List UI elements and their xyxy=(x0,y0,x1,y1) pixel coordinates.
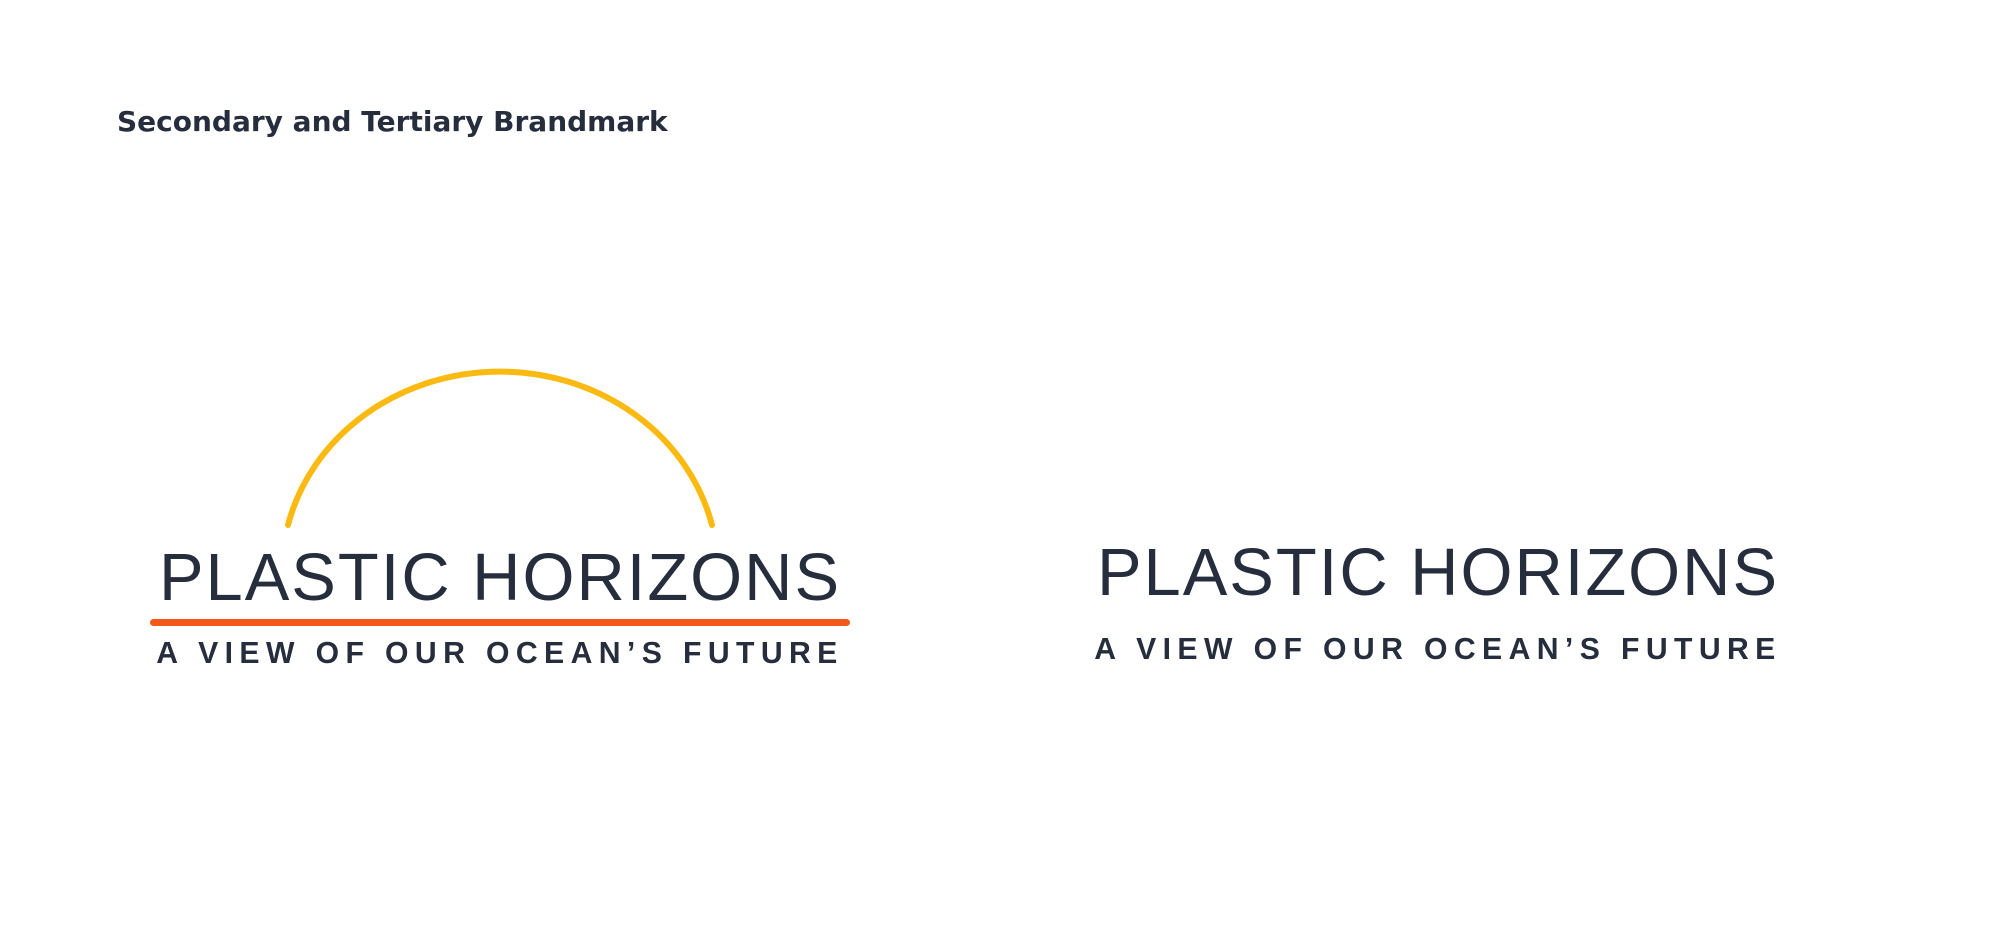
tertiary-wordmark: PLASTIC HORIZONS xyxy=(1096,535,1780,610)
sun-arc-icon xyxy=(285,368,715,528)
sun-arc-path xyxy=(285,368,715,528)
tertiary-brandmark: PLASTIC HORIZONS A VIEW OF OUR OCEAN’S F… xyxy=(1078,535,1798,680)
tertiary-tagline: A VIEW OF OUR OCEAN’S FUTURE xyxy=(1094,633,1782,666)
secondary-wordmark: PLASTIC HORIZONS xyxy=(158,540,842,615)
secondary-brandmark: PLASTIC HORIZONS A VIEW OF OUR OCEAN’S F… xyxy=(140,355,860,675)
page-heading: Secondary and Tertiary Brandmark xyxy=(117,105,668,138)
secondary-tagline: A VIEW OF OUR OCEAN’S FUTURE xyxy=(156,637,844,670)
horizon-line xyxy=(150,619,850,626)
